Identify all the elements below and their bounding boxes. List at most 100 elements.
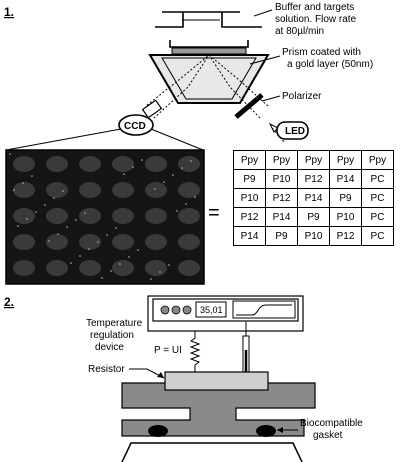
section-2-number: 2. (4, 295, 14, 309)
speck (9, 153, 11, 155)
table-cell: P9 (233, 169, 266, 189)
table-cell: P9 (329, 188, 362, 208)
flow-label-2: solution. Flow rate (275, 14, 357, 25)
speck (66, 226, 68, 228)
speck (185, 203, 187, 205)
speck (62, 190, 64, 192)
table-cell: P14 (329, 169, 362, 189)
prism-label-1: Prism coated with (282, 47, 361, 58)
speck (159, 271, 161, 273)
speck (26, 218, 28, 220)
spot (112, 234, 134, 250)
ccd-camera: CCD (118, 99, 163, 136)
speck (181, 167, 183, 169)
table-cell: P14 (297, 188, 330, 208)
spot (79, 234, 101, 250)
gold-layer (171, 47, 247, 55)
speck (141, 159, 143, 161)
ccd-label: CCD (124, 121, 146, 132)
spot (13, 208, 35, 224)
speck (119, 263, 121, 265)
speck (88, 248, 90, 250)
spot (46, 234, 68, 250)
table-cell: Ppy (297, 150, 330, 170)
speck (168, 264, 170, 266)
table-cell: P12 (233, 207, 266, 227)
speck (17, 225, 19, 227)
speck (154, 188, 156, 190)
spot (145, 260, 167, 276)
prism-inner-outline (161, 57, 257, 100)
spot (112, 208, 134, 224)
spot (178, 156, 200, 172)
table-cell: P10 (265, 169, 298, 189)
resistor-label: Resistor (88, 364, 125, 375)
gasket-label-1: Biocompatible (300, 418, 363, 429)
flow-cell-block (121, 382, 316, 437)
speck (84, 212, 86, 214)
temp-label-2: regulation (90, 330, 134, 341)
speck (163, 181, 165, 183)
speck (190, 160, 192, 162)
indicator-light-1 (160, 305, 170, 315)
speck (128, 256, 130, 258)
power-formula: P = UI (154, 345, 182, 356)
speck (150, 278, 152, 280)
table-cell: PC (361, 207, 394, 227)
prism-leader (249, 55, 281, 65)
speck (48, 240, 50, 242)
table-cell: P12 (297, 169, 330, 189)
spot (46, 208, 68, 224)
table-cell: P9 (297, 207, 330, 227)
indicator-light-3 (182, 305, 192, 315)
spot (178, 208, 200, 224)
resistor-wire (189, 331, 201, 372)
gasket-label-2: gasket (313, 430, 343, 441)
spot (178, 260, 200, 276)
spot (13, 182, 35, 198)
polarizer (234, 93, 264, 119)
spr-image-spots (9, 153, 200, 280)
speck (35, 211, 37, 213)
spot (79, 182, 101, 198)
led-source: LED (268, 121, 309, 140)
table-cell: PC (361, 226, 394, 246)
temperature-display (195, 301, 227, 318)
speck (132, 166, 134, 168)
spot (79, 260, 101, 276)
temp-label-3: device (95, 342, 124, 353)
temperature-device: 35,01 (147, 295, 304, 332)
spot (13, 156, 35, 172)
table-cell: P10 (329, 207, 362, 227)
table-cell: Ppy (329, 150, 362, 170)
spot (112, 156, 134, 172)
speck (57, 233, 59, 235)
speck (194, 196, 196, 198)
speck (75, 219, 77, 221)
bottom-prism (121, 442, 303, 462)
table-cell: P10 (297, 226, 330, 246)
temperature-display-value: 35,01 (200, 305, 223, 315)
spot (79, 208, 101, 224)
table-cell: PC (361, 169, 394, 189)
gasket-left (148, 425, 168, 437)
prism-label-2: a gold layer (50nm) (287, 59, 373, 70)
speck (101, 277, 103, 279)
temp-label-1: Temperature (86, 318, 143, 329)
table-cell: Ppy (233, 150, 266, 170)
table-cell: P9 (265, 226, 298, 246)
speck (97, 241, 99, 243)
gasket-right (256, 425, 276, 437)
projection-line-left (5, 128, 122, 151)
table-cell: P14 (233, 226, 266, 246)
speck (176, 210, 178, 212)
speck (137, 249, 139, 251)
led-label: LED (285, 126, 305, 137)
flow-leader (253, 9, 273, 17)
projection-line-right (150, 128, 204, 151)
speck (106, 234, 108, 236)
speck (123, 173, 125, 175)
